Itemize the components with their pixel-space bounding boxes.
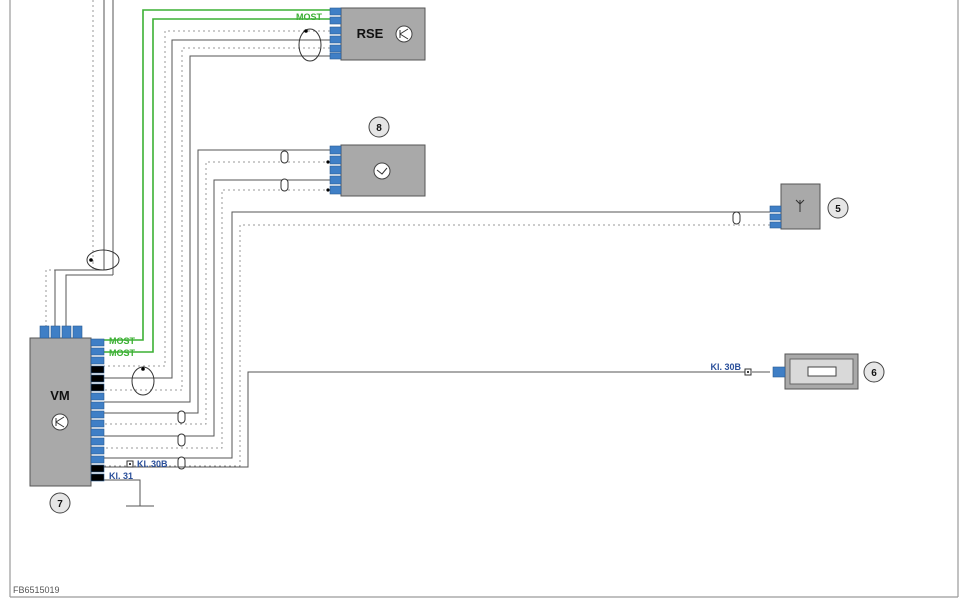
display-connector [329,145,342,195]
speaker-icon [51,413,69,431]
antenna-connector [769,205,782,229]
callout-display-text: 8 [376,123,382,134]
display-module [329,144,426,197]
display-icon [373,162,391,180]
callout-fuse: 6 [863,361,885,383]
vm-top-connector [39,325,83,339]
rse-module: RSE [329,7,426,61]
callout-display: 8 [368,116,390,138]
vm-side-connector [90,338,105,482]
most-label-top: MOST [296,12,323,22]
antenna-harness [104,211,770,470]
kl30b-label-vm: Kl. 30B [137,459,168,469]
display-harness [104,149,330,449]
vm-label: VM [50,388,70,403]
antenna-module [769,183,821,230]
callout-fuse-text: 6 [871,368,877,379]
speaker-icon [395,25,413,43]
most-label-vm-1: MOST [109,336,136,346]
rse-connector [329,7,342,60]
diagram-frame [9,0,959,598]
kl30b-feed [104,368,770,468]
rse-harness [104,28,330,403]
figure-id: FB6515019 [13,585,60,595]
fuse-icon [807,366,837,377]
antenna-icon [795,199,805,212]
ground-kl31 [104,479,154,507]
callout-antenna: 5 [827,197,849,219]
most-label-vm-2: MOST [109,348,136,358]
vm-module: VM [29,325,105,487]
callout-vm-text: 7 [57,499,63,510]
fuse-connector [772,366,786,378]
most-bus [104,9,330,353]
fuse-module [772,353,859,390]
kl31-label-vm: Kl. 31 [109,471,133,481]
callout-antenna-text: 5 [835,204,841,215]
vm-top-harness [45,0,120,340]
callout-vm: 7 [49,492,71,514]
kl30b-label-fuse: Kl. 30B [710,362,741,372]
rse-label: RSE [357,26,384,41]
